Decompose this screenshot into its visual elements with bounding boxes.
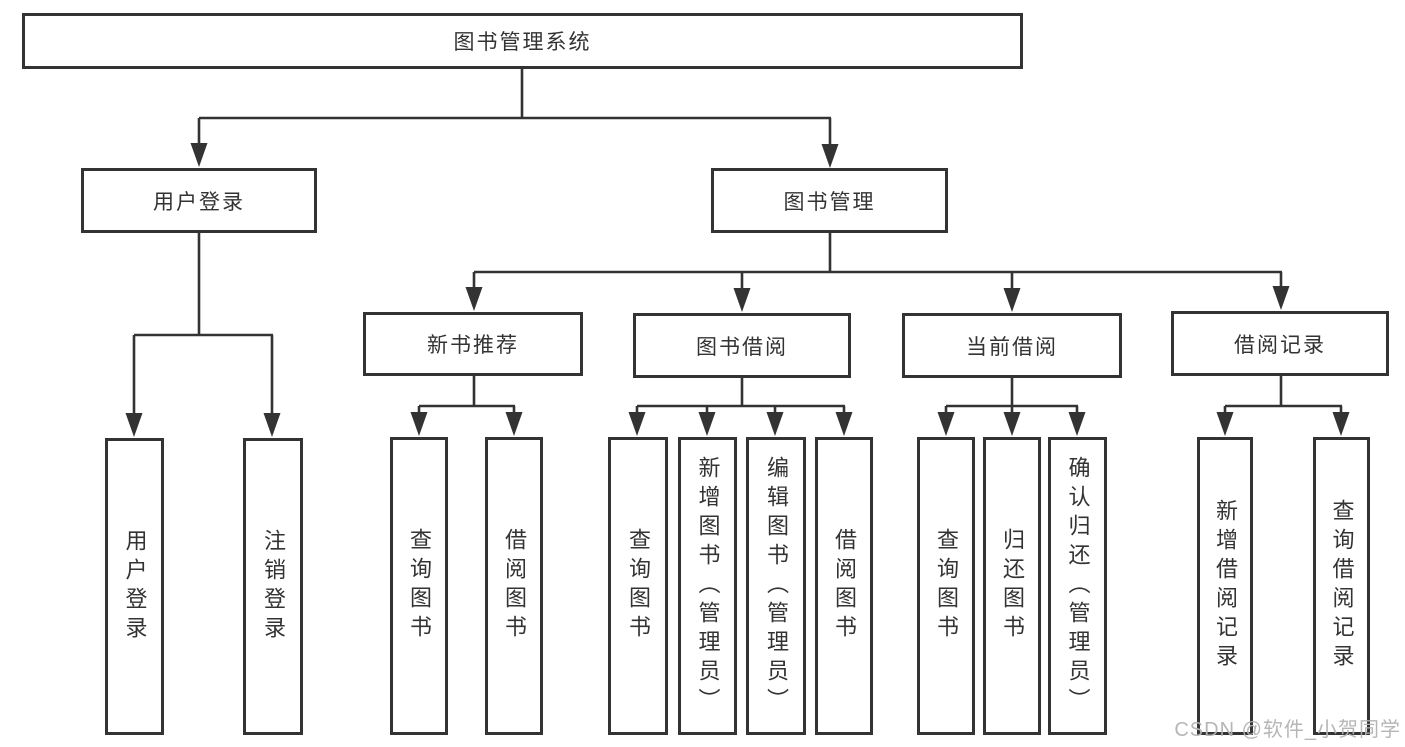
leaf-recommend-query-books-label: 查询图书 — [407, 528, 432, 644]
connector-book-management — [472, 233, 1283, 292]
leaf-logout: 注销登录 — [243, 438, 303, 735]
node-book-management: 图书管理 — [711, 168, 948, 233]
arrowhead — [505, 412, 523, 436]
arrowhead — [1003, 412, 1021, 436]
arrowhead — [698, 412, 716, 436]
leaf-logout-label: 注销登录 — [261, 528, 286, 645]
arrowhead — [821, 144, 839, 168]
node-borrow-records-label: 借阅记录 — [1234, 333, 1326, 357]
leaf-confirm-return-admin: 确认归还（管理员） — [1048, 437, 1107, 735]
arrowhead — [733, 288, 751, 312]
node-user-login: 用户登录 — [81, 168, 317, 233]
leaf-query-borrow-record-label: 查询借阅记录 — [1329, 499, 1355, 673]
connector-current-borrow — [944, 378, 1079, 415]
leaf-borrow-books-label: 借阅图书 — [832, 528, 857, 644]
arrowhead — [937, 412, 955, 436]
node-borrow-records: 借阅记录 — [1171, 311, 1389, 376]
leaf-user-login: 用户登录 — [105, 438, 164, 735]
node-root-system: 图书管理系统 — [22, 13, 1023, 69]
arrowhead — [410, 412, 428, 436]
connector-root — [197, 68, 832, 148]
leaf-edit-books-admin: 编辑图书（管理员） — [746, 437, 806, 735]
leaf-borrow-query-books-label: 查询图书 — [626, 528, 651, 644]
leaf-recommend-borrow-books: 借阅图书 — [485, 437, 543, 735]
node-current-borrow: 当前借阅 — [902, 313, 1122, 378]
arrowheads — [125, 143, 1350, 437]
connector-borrow-records — [1223, 376, 1343, 415]
node-book-management-label: 图书管理 — [783, 190, 876, 214]
leaf-current-query-books-label: 查询图书 — [934, 528, 959, 644]
arrowhead — [1332, 412, 1350, 436]
arrowhead — [263, 413, 281, 437]
leaf-recommend-query-books: 查询图书 — [390, 437, 448, 735]
node-root-label: 图书管理系统 — [453, 31, 592, 54]
leaf-current-query-books: 查询图书 — [917, 437, 975, 735]
leaf-user-login-label: 用户登录 — [122, 528, 148, 645]
node-user-login-label: 用户登录 — [153, 190, 245, 214]
arrowhead — [1068, 412, 1086, 436]
arrowhead — [465, 287, 483, 311]
node-book-borrow-label: 图书借阅 — [696, 335, 788, 359]
leaf-add-borrow-record-label: 新增借阅记录 — [1213, 499, 1238, 673]
leaf-add-borrow-record: 新增借阅记录 — [1197, 437, 1253, 735]
leaf-recommend-borrow-books-label: 借阅图书 — [502, 528, 527, 644]
leaf-borrow-query-books: 查询图书 — [608, 437, 668, 735]
leaf-edit-books-admin-label: 编辑图书（管理员） — [764, 455, 789, 717]
leaf-add-books-admin-label: 新增图书（管理员） — [695, 455, 721, 717]
node-book-borrow: 图书借阅 — [633, 313, 851, 378]
leaf-return-books-label: 归还图书 — [1000, 528, 1025, 644]
arrowhead — [1003, 288, 1021, 312]
arrowhead — [1272, 286, 1290, 310]
leaf-add-books-admin: 新增图书（管理员） — [678, 437, 737, 735]
arrowhead — [190, 143, 208, 167]
leaf-query-borrow-record: 查询借阅记录 — [1313, 437, 1370, 735]
arrowhead — [1216, 412, 1234, 436]
leaf-borrow-books: 借阅图书 — [815, 437, 873, 735]
arrowhead — [835, 412, 853, 436]
csdn-watermark: CSDN @软件_小贺同学 — [1174, 719, 1401, 741]
node-new-book-recommend-label: 新书推荐 — [427, 334, 519, 357]
connector-book-borrow — [635, 378, 846, 415]
connector-new-book-recommend — [417, 376, 516, 415]
arrowhead — [766, 412, 784, 436]
connector-user-login — [132, 232, 274, 416]
leaf-return-books: 归还图书 — [983, 437, 1041, 735]
arrowhead — [125, 413, 143, 437]
node-current-borrow-label: 当前借阅 — [966, 335, 1058, 359]
leaf-confirm-return-admin-label: 确认归还（管理员） — [1065, 455, 1091, 717]
arrowhead — [628, 412, 646, 436]
node-new-book-recommend: 新书推荐 — [363, 312, 583, 376]
